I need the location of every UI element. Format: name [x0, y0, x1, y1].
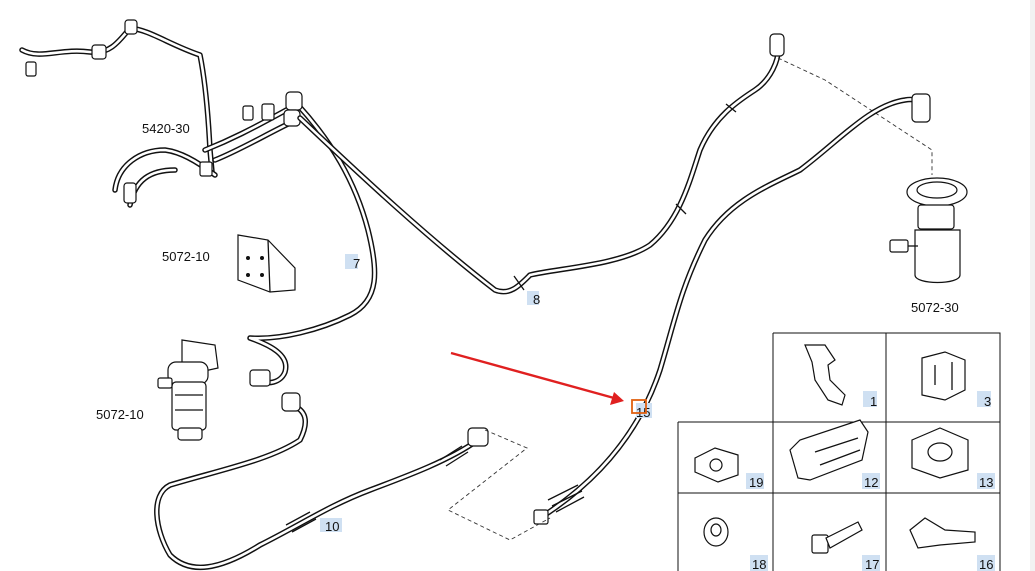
callout-7-highlight [345, 254, 358, 269]
leader-line-10-15 [447, 429, 551, 541]
fuel-pump-5072-30[interactable] [889, 177, 968, 284]
callout-15-highlight [636, 403, 652, 418]
assembly-label-5420-30: 5420-30 [142, 121, 190, 136]
callout-8[interactable]: 8 [533, 292, 540, 307]
assembly-label-5072-10-lower: 5072-10 [96, 407, 144, 422]
part-17-number[interactable]: 17 [865, 557, 879, 571]
part-12-highlight [862, 473, 880, 489]
part-16-bracket[interactable] [909, 517, 976, 549]
fuel-line-15[interactable] [533, 93, 931, 525]
fuel-line-10[interactable] [154, 392, 489, 570]
callout-10-highlight [320, 518, 342, 532]
leader-line-pump [777, 57, 933, 175]
scrollbar-track[interactable] [1030, 0, 1035, 571]
part-16-highlight [977, 555, 995, 571]
part-16-number[interactable]: 16 [979, 557, 993, 571]
part-13-highlight [977, 473, 995, 489]
part-12-bracket[interactable] [789, 419, 869, 481]
part-1-clip[interactable] [804, 344, 846, 406]
annotation-arrow [450, 351, 615, 400]
part-3-number[interactable]: 3 [984, 394, 991, 409]
part-18-number[interactable]: 18 [752, 557, 766, 571]
part-19-clip[interactable] [694, 447, 739, 483]
part-17-bolt[interactable] [811, 521, 863, 554]
fuel-line-7[interactable] [247, 91, 378, 387]
part-3-highlight [977, 391, 991, 407]
part-17-highlight [862, 555, 880, 571]
part-1-number[interactable]: 1 [870, 394, 877, 409]
annotation-marker [631, 399, 647, 414]
assembly-label-5072-10-upper: 5072-10 [162, 249, 210, 264]
part-18-highlight [750, 555, 768, 571]
callout-10[interactable]: 10 [325, 519, 339, 534]
part-13-number[interactable]: 13 [979, 475, 993, 490]
bracket-5072-10[interactable] [237, 234, 296, 293]
part-1-highlight [863, 391, 877, 407]
fuel-line-8[interactable] [297, 33, 785, 295]
assembly-label-5072-30: 5072-30 [911, 300, 959, 315]
part-18-grommet[interactable] [703, 517, 729, 547]
annotation-arrow-head [610, 392, 624, 405]
callout-7[interactable]: 7 [353, 256, 360, 271]
small-parts-grid [677, 332, 1001, 571]
part-12-number[interactable]: 12 [864, 475, 878, 490]
part-13-clip[interactable] [911, 427, 969, 479]
part-19-highlight [746, 473, 764, 489]
part-3-clip[interactable] [921, 351, 966, 401]
part-19-number[interactable]: 19 [749, 475, 763, 490]
callout-8-highlight [527, 291, 539, 305]
hose-harness-5420-30[interactable] [19, 19, 295, 208]
fuel-filter-5072-10[interactable] [157, 339, 219, 441]
